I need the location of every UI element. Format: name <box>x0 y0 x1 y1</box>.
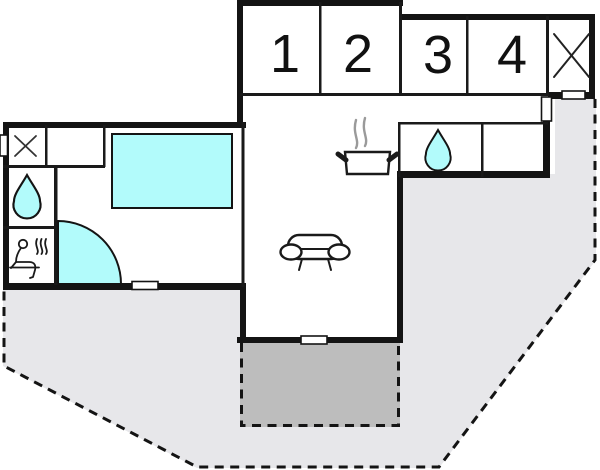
interior-wall <box>546 16 549 96</box>
room-3-4-floor <box>400 15 595 96</box>
x-cross-icon <box>14 135 37 157</box>
wall <box>3 283 246 290</box>
interior-wall <box>466 16 469 96</box>
room-2-label: 2 <box>343 24 373 84</box>
wall <box>3 122 9 290</box>
water-drop-icon <box>12 172 42 220</box>
cooking-pot-icon <box>335 116 400 176</box>
hallway-floor <box>240 96 548 123</box>
interior-wall <box>3 226 57 229</box>
window-marker <box>561 90 586 100</box>
wall <box>543 98 550 178</box>
window-marker <box>0 134 9 157</box>
interior-wall <box>241 122 245 287</box>
sofa-icon <box>279 233 351 271</box>
wall <box>240 283 246 343</box>
window-marker <box>540 96 553 122</box>
door-marker <box>131 280 159 291</box>
room-1-label: 1 <box>270 24 300 84</box>
x-cross-icon <box>553 33 590 78</box>
sauna-person-icon <box>9 238 48 279</box>
interior-wall <box>399 2 402 96</box>
interior-wall <box>319 2 322 96</box>
wall <box>400 171 550 178</box>
kitchen-floor <box>398 123 548 177</box>
interior-wall <box>240 93 548 96</box>
bed <box>111 133 233 209</box>
wall <box>3 122 246 128</box>
wall <box>237 0 243 127</box>
room-4-label: 4 <box>497 25 527 85</box>
shower-quarter-circle <box>57 219 123 285</box>
interior-wall <box>398 122 548 125</box>
terrace-area <box>3 98 596 468</box>
paved-terrace-area <box>240 343 400 427</box>
interior-wall <box>45 125 48 167</box>
room-3-label: 3 <box>423 25 453 85</box>
interior-wall <box>481 123 484 177</box>
wall <box>589 14 595 98</box>
wall <box>397 171 403 343</box>
interior-wall <box>398 122 401 177</box>
interior-wall <box>103 125 106 167</box>
water-drop-icon <box>424 127 452 172</box>
interior-wall <box>54 165 58 285</box>
door-marker <box>300 335 328 345</box>
wall <box>400 14 595 20</box>
paved-terrace-dashed-border <box>240 343 400 427</box>
